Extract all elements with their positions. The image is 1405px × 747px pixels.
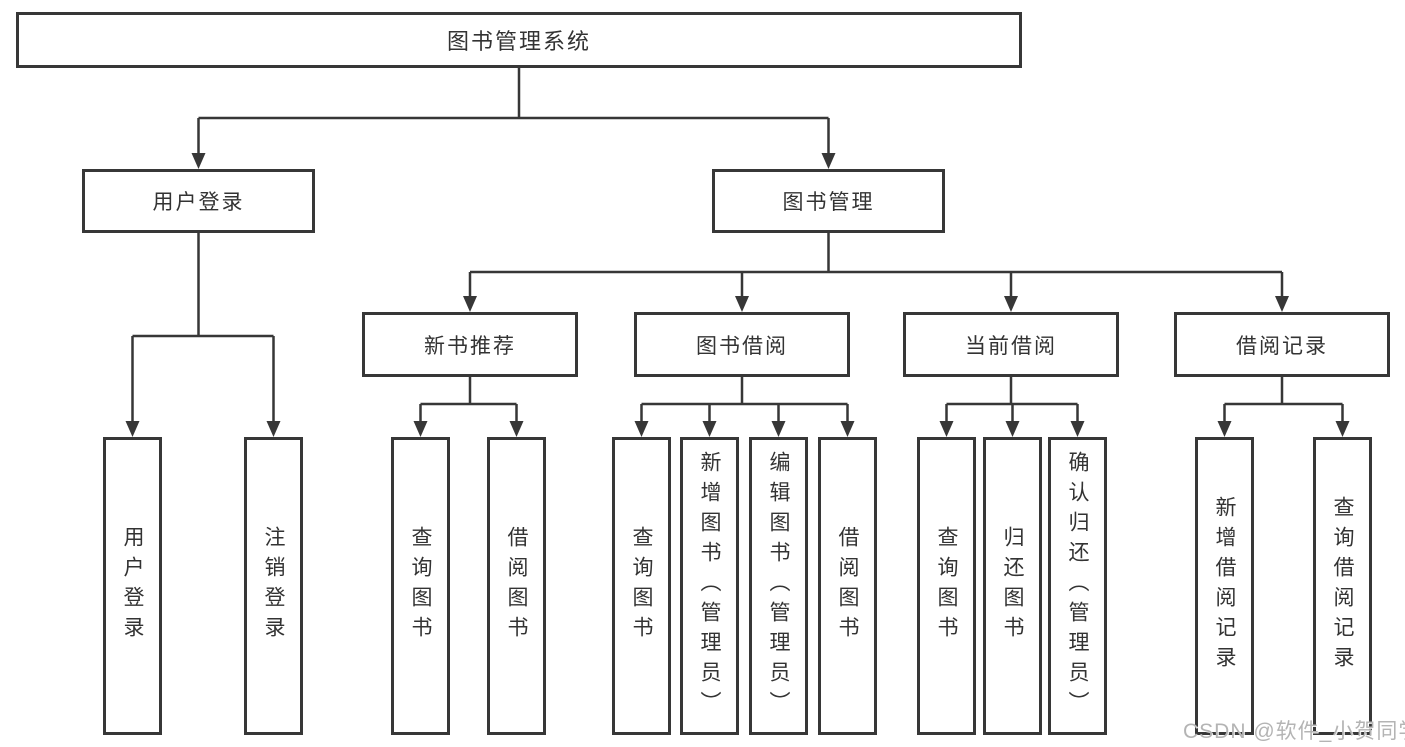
node-new-book-recommendation: 新书推荐	[362, 312, 578, 377]
node-label: 借阅图书	[836, 526, 859, 646]
node-user-login-group: 用户登录	[82, 169, 315, 233]
node-label: 图书管理	[782, 191, 875, 214]
leaf-query-books-recommend: 查询图书	[391, 437, 450, 735]
node-label: 查询图书	[935, 526, 958, 646]
leaf-borrow-books-borrowing: 借阅图书	[818, 437, 877, 735]
node-label: 查询图书	[630, 526, 653, 646]
node-label: 图书管理系统	[446, 29, 591, 54]
node-label: 归还图书	[1001, 526, 1024, 646]
node-book-management: 图书管理	[712, 169, 945, 233]
leaf-query-borrow-record: 查询借阅记录	[1313, 437, 1372, 735]
node-label: 借阅记录	[1236, 334, 1328, 358]
leaf-query-books-borrowing: 查询图书	[612, 437, 671, 735]
node-library-management-system: 图书管理系统	[16, 12, 1022, 68]
node-label: 编辑图书（管理员）	[767, 451, 790, 721]
node-label: 新书推荐	[424, 334, 516, 358]
leaf-return-books: 归还图书	[983, 437, 1042, 735]
csdn-watermark: CSDN @软件_小贺同学	[1183, 720, 1405, 743]
node-label: 图书借阅	[696, 334, 788, 358]
node-label: 新增图书（管理员）	[698, 451, 721, 721]
node-label: 查询图书	[409, 526, 432, 646]
leaf-borrow-books-recommend: 借阅图书	[487, 437, 546, 735]
leaf-logout: 注销登录	[244, 437, 303, 735]
node-borrowing-records: 借阅记录	[1174, 312, 1390, 377]
node-label: 当前借阅	[965, 334, 1057, 358]
leaf-add-books-admin: 新增图书（管理员）	[680, 437, 739, 735]
node-label: 注销登录	[262, 526, 285, 646]
node-label: 新增借阅记录	[1213, 496, 1236, 676]
node-label: 用户登录	[121, 526, 144, 646]
leaf-confirm-return-admin: 确认归还（管理员）	[1048, 437, 1107, 735]
node-book-borrowing: 图书借阅	[634, 312, 850, 377]
leaf-add-borrow-record: 新增借阅记录	[1195, 437, 1254, 735]
node-label: 用户登录	[152, 191, 245, 214]
node-label: 借阅图书	[505, 526, 528, 646]
node-current-borrowing: 当前借阅	[903, 312, 1119, 377]
node-label: 查询借阅记录	[1331, 496, 1354, 676]
node-label: 确认归还（管理员）	[1066, 451, 1089, 721]
leaf-edit-books-admin: 编辑图书（管理员）	[749, 437, 808, 735]
leaf-user-login: 用户登录	[103, 437, 162, 735]
leaf-query-books-current: 查询图书	[917, 437, 976, 735]
